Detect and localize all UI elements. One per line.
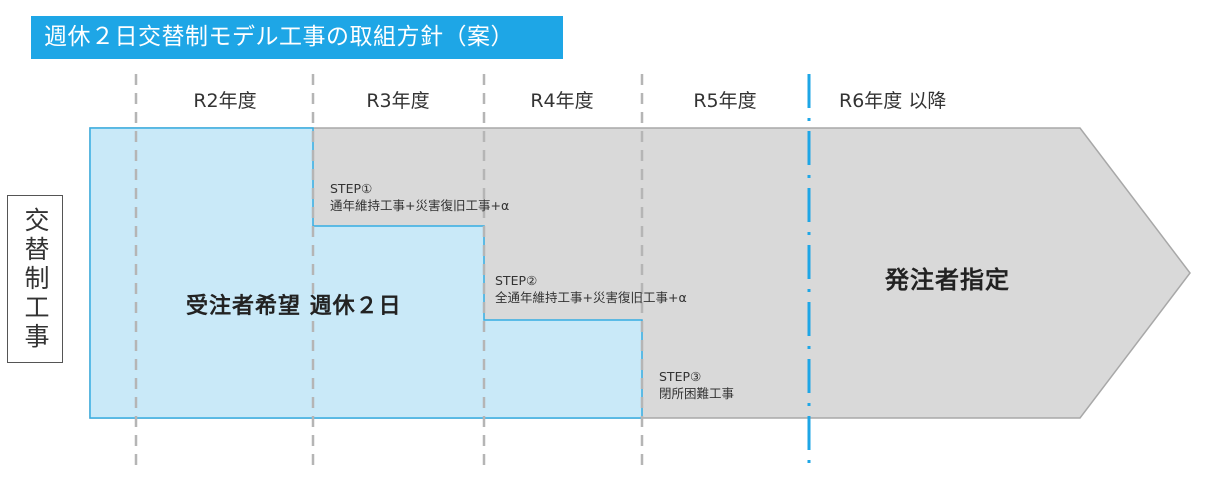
- step-1-label: STEP① 通年維持工事+災害復旧工事+α: [330, 180, 509, 214]
- year-label-r5: R5年度: [693, 90, 757, 112]
- year-label-r2: R2年度: [193, 90, 257, 112]
- step-3-desc: 閉所困難工事: [659, 386, 735, 401]
- step-3-name: STEP③: [659, 369, 702, 384]
- diagram-title: 週休２日交替制モデル工事の取組方針（案）: [31, 16, 563, 59]
- year-label-r4: R4年度: [530, 90, 594, 112]
- side-label-text: 交替制工事: [21, 206, 50, 352]
- year-label-r3: R3年度: [366, 90, 430, 112]
- step-2-name: STEP②: [495, 273, 538, 288]
- step-3-label: STEP③ 閉所困難工事: [659, 368, 734, 402]
- worker-choice-label: 受注者希望 週休２日: [186, 294, 402, 319]
- step-1-name: STEP①: [330, 181, 373, 196]
- step-1-desc: 通年維持工事+災害復旧工事+α: [330, 198, 510, 213]
- step-2-desc: 全通年維持工事+災害復旧工事+α: [495, 290, 687, 305]
- year-label-r6-onward: R6年度 以降: [839, 90, 947, 112]
- step-2-label: STEP② 全通年維持工事+災害復旧工事+α: [495, 272, 687, 306]
- owner-designated-label: 発注者指定: [885, 266, 1010, 294]
- side-label-box: 交替制工事: [7, 195, 63, 363]
